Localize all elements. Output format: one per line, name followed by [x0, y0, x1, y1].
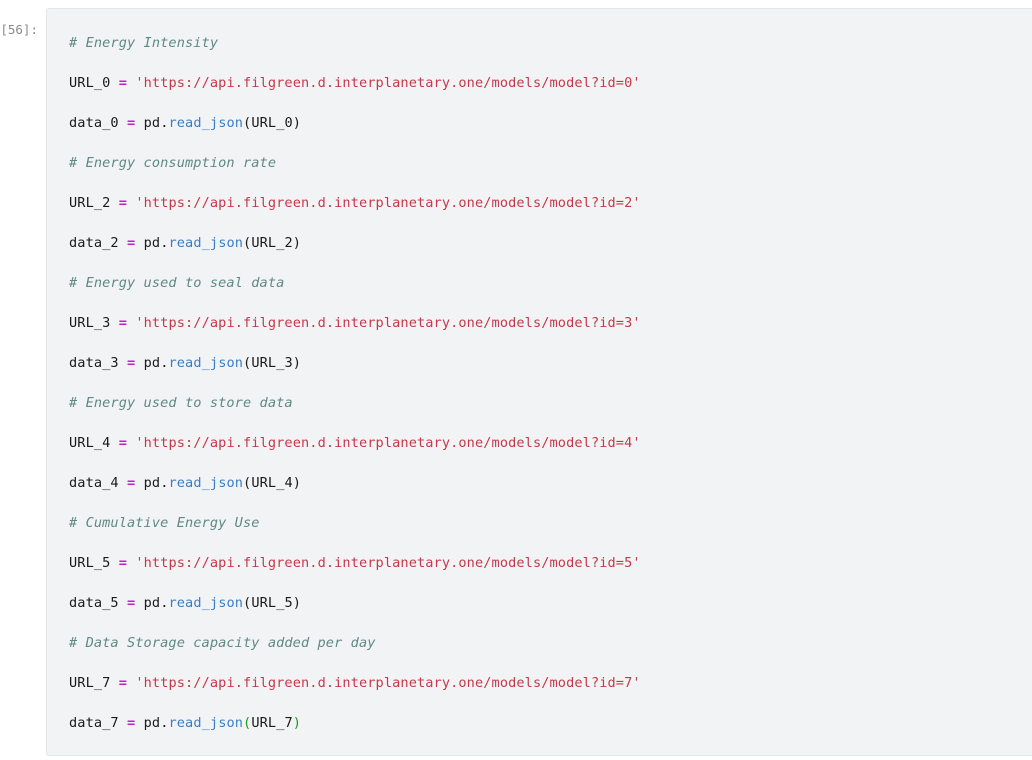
code-line-comment[interactable]: # Energy Intensity: [69, 23, 1032, 63]
operator-token: =: [118, 195, 128, 211]
variable-token: URL_5: [69, 555, 111, 571]
code-line-read-json-call[interactable]: data_3 = pd.read_json(URL_3): [69, 343, 1032, 383]
operator-token: =: [118, 315, 128, 331]
code-line-url-assignment[interactable]: URL_2 = 'https://api.filgreen.d.interpla…: [69, 183, 1032, 223]
code-line-read-json-call[interactable]: data_2 = pd.read_json(URL_2): [69, 223, 1032, 263]
code-line-url-assignment[interactable]: URL_3 = 'https://api.filgreen.d.interpla…: [69, 303, 1032, 343]
operator-token: =: [127, 715, 136, 731]
open-paren-token: (: [243, 355, 252, 371]
variable-token: URL_2: [69, 195, 111, 211]
close-paren-token: ): [292, 475, 302, 491]
operator-token: =: [118, 555, 128, 571]
open-paren-token: (: [243, 475, 252, 491]
operator-token: =: [127, 355, 136, 371]
module-token: pd: [143, 355, 161, 371]
string-token: 'https://api.filgreen.d.interplanetary.o…: [135, 75, 641, 91]
dot-token: .: [160, 715, 169, 731]
string-token: 'https://api.filgreen.d.interplanetary.o…: [135, 315, 641, 331]
dot-token: .: [160, 115, 169, 131]
close-paren-token: ): [292, 115, 302, 131]
argument-token: URL_2: [251, 235, 293, 251]
code-line-comment[interactable]: # Cumulative Energy Use: [69, 503, 1032, 543]
string-token: 'https://api.filgreen.d.interplanetary.o…: [135, 555, 641, 571]
code-line-url-assignment[interactable]: URL_5 = 'https://api.filgreen.d.interpla…: [69, 543, 1032, 583]
code-line-url-assignment[interactable]: URL_0 = 'https://api.filgreen.d.interpla…: [69, 63, 1032, 103]
argument-token: URL_0: [251, 115, 293, 131]
code-line-comment[interactable]: # Energy used to store data: [69, 383, 1032, 423]
argument-token: URL_5: [251, 595, 293, 611]
variable-token: URL_0: [69, 75, 111, 91]
variable-token: URL_7: [69, 675, 111, 691]
variable-token: data_4: [69, 475, 119, 491]
function-token: read_json: [168, 715, 244, 731]
dot-token: .: [160, 235, 169, 251]
code-line-comment[interactable]: # Data Storage capacity added per day: [69, 623, 1032, 663]
code-line-read-json-call[interactable]: data_7 = pd.read_json(URL_7): [69, 703, 1032, 743]
function-token: read_json: [168, 115, 244, 131]
open-paren-token: (: [243, 235, 252, 251]
argument-token: URL_4: [251, 475, 293, 491]
open-paren-token: (: [243, 715, 252, 731]
string-token: 'https://api.filgreen.d.interplanetary.o…: [135, 195, 641, 211]
module-token: pd: [143, 235, 161, 251]
cell-execution-prompt: [56]:: [0, 22, 38, 37]
string-token: 'https://api.filgreen.d.interplanetary.o…: [135, 435, 641, 451]
argument-token: URL_3: [251, 355, 293, 371]
module-token: pd: [143, 595, 161, 611]
dot-token: .: [160, 595, 169, 611]
code-line-url-assignment[interactable]: URL_7 = 'https://api.filgreen.d.interpla…: [69, 663, 1032, 703]
comment-token: # Energy Intensity: [69, 35, 219, 51]
comment-token: # Data Storage capacity added per day: [69, 635, 376, 651]
close-paren-token: ): [292, 235, 302, 251]
variable-token: data_0: [69, 115, 119, 131]
variable-token: data_5: [69, 595, 119, 611]
operator-token: =: [127, 595, 136, 611]
variable-token: URL_4: [69, 435, 111, 451]
open-paren-token: (: [243, 115, 252, 131]
variable-token: data_3: [69, 355, 119, 371]
module-token: pd: [143, 715, 161, 731]
close-paren-token: ): [292, 595, 302, 611]
function-token: read_json: [168, 475, 244, 491]
operator-token: =: [127, 235, 136, 251]
function-token: read_json: [168, 235, 244, 251]
code-line-comment[interactable]: # Energy used to seal data: [69, 263, 1032, 303]
code-line-comment[interactable]: # Energy consumption rate: [69, 143, 1032, 183]
code-line-read-json-call[interactable]: data_5 = pd.read_json(URL_5): [69, 583, 1032, 623]
variable-token: URL_3: [69, 315, 111, 331]
function-token: read_json: [168, 595, 244, 611]
open-paren-token: (: [243, 595, 252, 611]
close-paren-token: ): [292, 715, 302, 731]
close-paren-token: ): [292, 355, 302, 371]
dot-token: .: [160, 475, 169, 491]
code-line-read-json-call[interactable]: data_0 = pd.read_json(URL_0): [69, 103, 1032, 143]
code-line-url-assignment[interactable]: URL_4 = 'https://api.filgreen.d.interpla…: [69, 423, 1032, 463]
comment-token: # Energy used to store data: [69, 395, 293, 411]
operator-token: =: [127, 115, 136, 131]
variable-token: data_2: [69, 235, 119, 251]
module-token: pd: [143, 475, 161, 491]
code-line-read-json-call[interactable]: data_4 = pd.read_json(URL_4): [69, 463, 1032, 503]
argument-token: URL_7: [251, 715, 293, 731]
string-token: 'https://api.filgreen.d.interplanetary.o…: [135, 675, 641, 691]
comment-token: # Energy consumption rate: [69, 155, 277, 171]
operator-token: =: [127, 475, 136, 491]
module-token: pd: [143, 115, 161, 131]
operator-token: =: [118, 75, 128, 91]
comment-token: # Cumulative Energy Use: [69, 515, 260, 531]
dot-token: .: [160, 355, 169, 371]
function-token: read_json: [168, 355, 244, 371]
comment-token: # Energy used to seal data: [69, 275, 285, 291]
operator-token: =: [118, 675, 128, 691]
operator-token: =: [118, 435, 128, 451]
variable-token: data_7: [69, 715, 119, 731]
